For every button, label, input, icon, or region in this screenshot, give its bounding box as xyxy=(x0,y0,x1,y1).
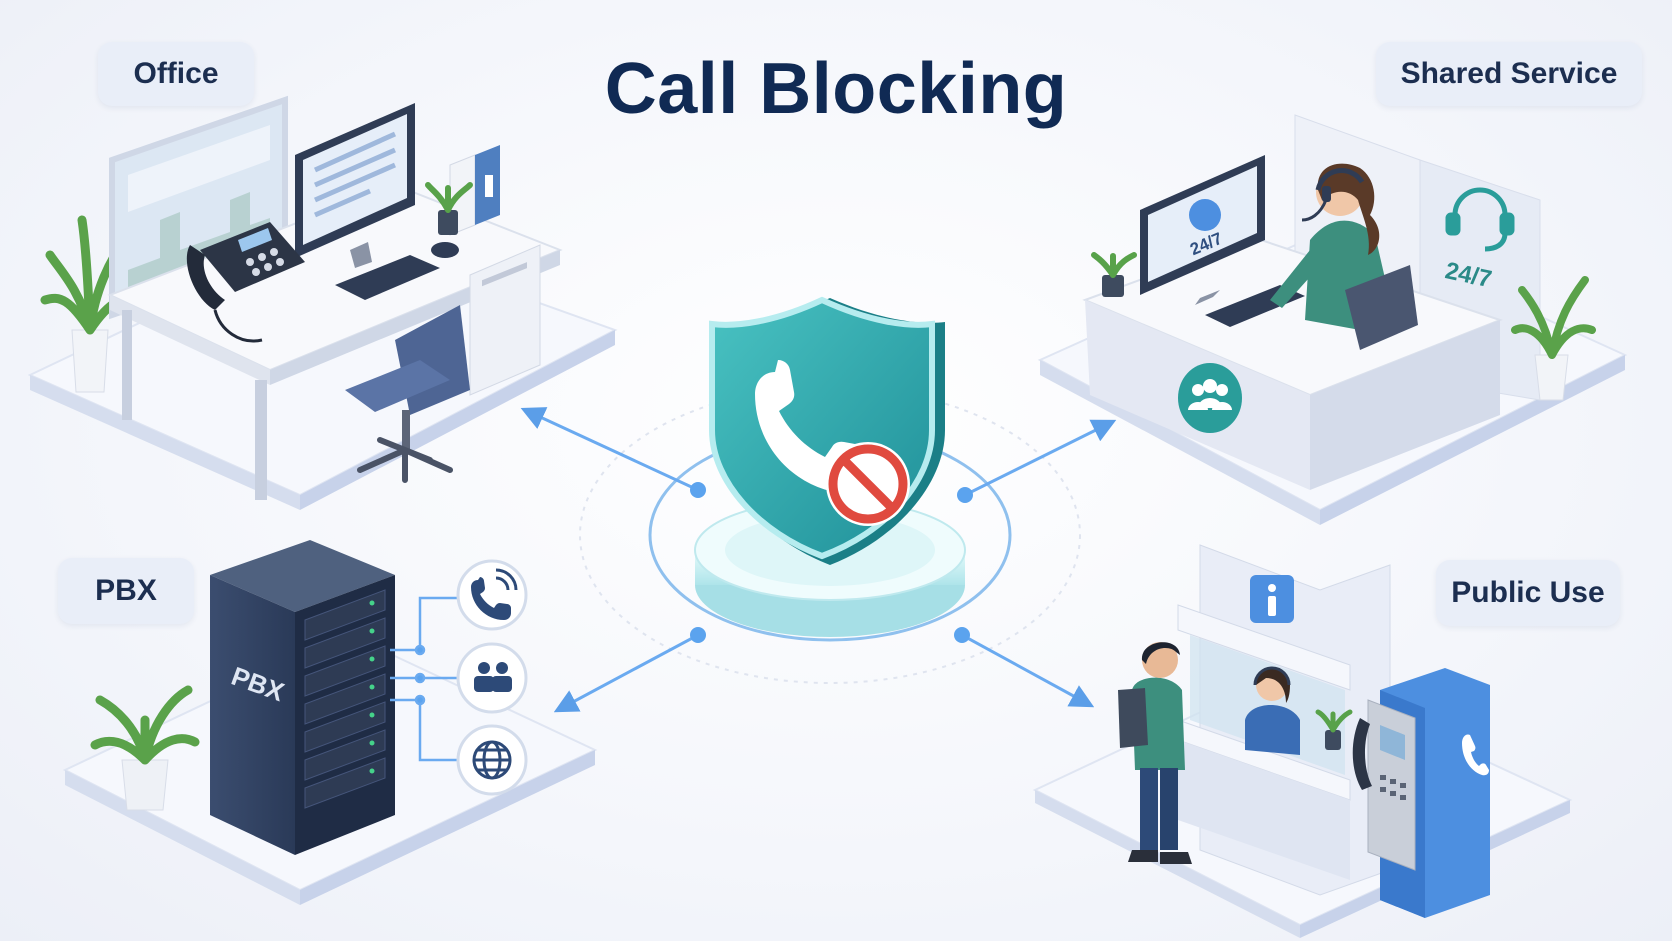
label-pbx: PBX xyxy=(58,558,194,624)
connector-pbx xyxy=(553,627,706,713)
service-plant-left xyxy=(1091,252,1137,297)
team-icon xyxy=(1178,363,1242,433)
office-small-plant xyxy=(425,182,473,235)
office-monitor xyxy=(295,103,415,268)
service-agent xyxy=(1270,163,1390,330)
person-visitor xyxy=(1118,642,1192,864)
diagram-title: Call Blocking xyxy=(604,49,1068,129)
pbx-rack xyxy=(210,540,395,855)
connector-public-use xyxy=(954,627,1095,708)
connector-shared-service xyxy=(957,419,1117,503)
shield-phone-block-icon xyxy=(709,296,945,565)
label-shared-service: Shared Service xyxy=(1376,42,1642,106)
service-chair xyxy=(1345,265,1418,350)
connector-office xyxy=(520,407,706,498)
payphone xyxy=(1352,668,1490,918)
globe-icon xyxy=(456,724,528,796)
info-icon xyxy=(1250,575,1294,623)
pbx-connector-lines xyxy=(390,596,458,762)
kiosk-plant xyxy=(1315,709,1353,750)
users-icon xyxy=(456,642,528,714)
kiosk-attendant xyxy=(1245,666,1300,755)
office-desk-phone xyxy=(186,222,305,343)
office-chair xyxy=(345,305,470,483)
pbx-plant xyxy=(90,685,200,811)
office-keyboard xyxy=(335,242,459,300)
service-plant xyxy=(1511,276,1596,401)
label-office: Office xyxy=(98,42,254,106)
label-public-use: Public Use xyxy=(1436,560,1620,626)
office-plant xyxy=(40,215,143,393)
service-monitor xyxy=(1140,155,1265,305)
phone-icon xyxy=(456,559,528,631)
